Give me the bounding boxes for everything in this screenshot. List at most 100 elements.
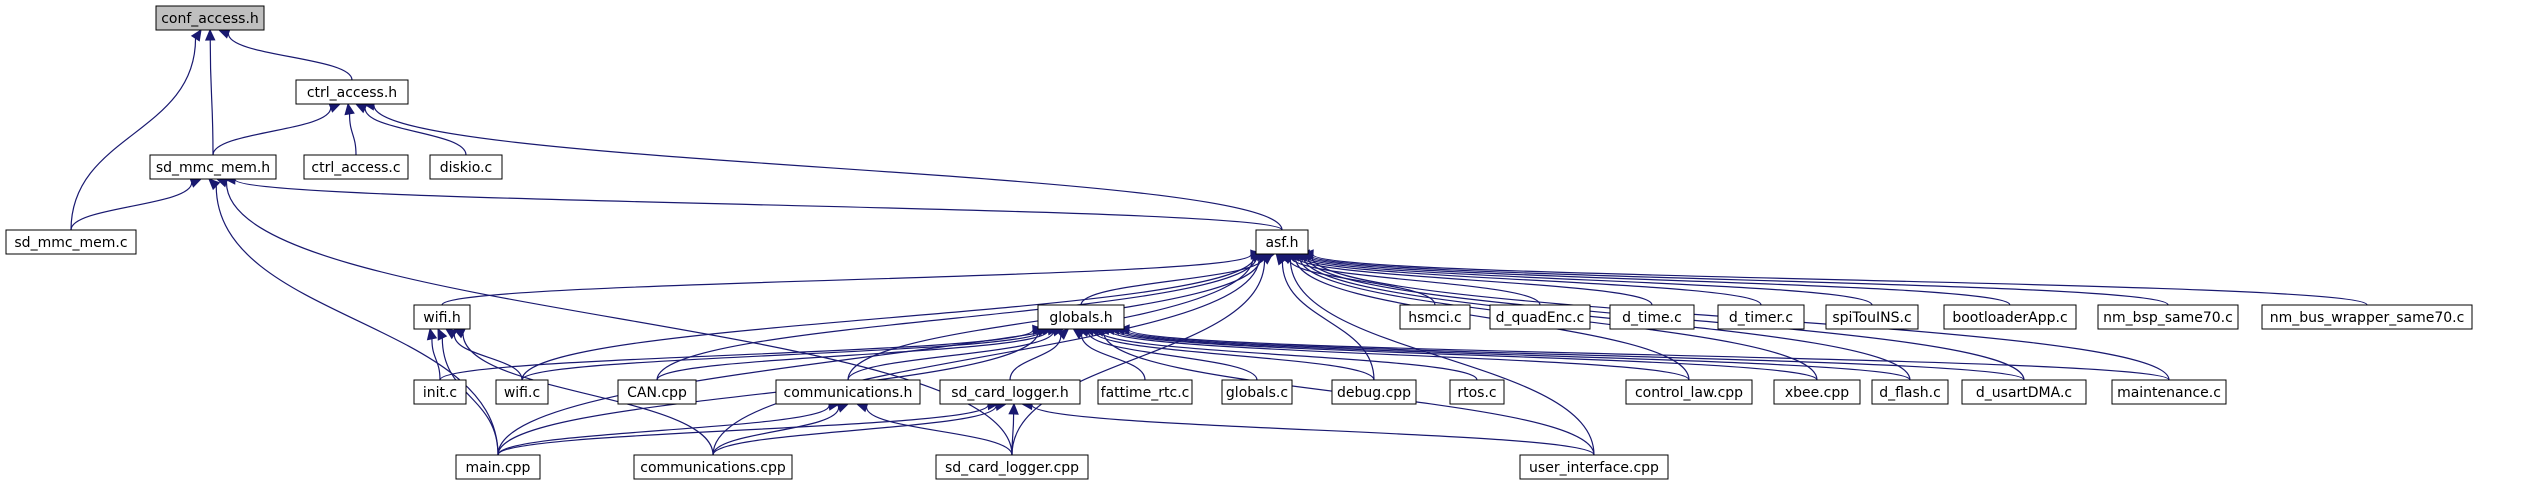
- edge-user_interface_cpp-to-sd_card_logger_h: [1020, 399, 1595, 456]
- node-box[interactable]: [939, 379, 1081, 405]
- dependency-line: [1108, 329, 1690, 381]
- node-diskio-c[interactable]: diskio.c: [429, 154, 503, 180]
- node-ctrl-access-c[interactable]: ctrl_access.c: [303, 154, 409, 180]
- node-box[interactable]: [2111, 379, 2227, 405]
- node-nm-bus-wrapper-same70-c[interactable]: nm_bus_wrapper_same70.c: [2261, 304, 2473, 330]
- node-d-quadenc-c[interactable]: d_quadEnc.c: [1489, 304, 1591, 330]
- node-box[interactable]: [295, 79, 409, 105]
- node-label: sd_mmc_mem.h: [156, 160, 270, 176]
- node-box[interactable]: [1625, 379, 1753, 405]
- node-label: nm_bsp_same70.c: [2103, 310, 2233, 326]
- arrowhead: [1056, 328, 1070, 340]
- node-rtos-c[interactable]: rtos.c: [1449, 379, 1505, 405]
- node-sd-mmc-mem-c[interactable]: sd_mmc_mem.c: [5, 229, 137, 255]
- dependency-line: [225, 182, 1013, 456]
- node-box[interactable]: [1221, 379, 1293, 405]
- node-sd-card-logger-cpp[interactable]: sd_card_logger.cpp: [935, 454, 1089, 480]
- node-box[interactable]: [1717, 304, 1805, 330]
- node-box[interactable]: [1449, 379, 1505, 405]
- node-label: main.cpp: [466, 460, 531, 476]
- node-user-interface-cpp[interactable]: user_interface.cpp: [1519, 454, 1669, 480]
- node-d-usartdma-c[interactable]: d_usartDMA.c: [1961, 379, 2087, 405]
- node-d-time-c[interactable]: d_time.c: [1609, 304, 1695, 330]
- node-label: communications.cpp: [640, 460, 786, 476]
- node-box[interactable]: [1871, 379, 1949, 405]
- node-communications-h[interactable]: communications.h: [775, 379, 921, 405]
- node-maintenance-c[interactable]: maintenance.c: [2111, 379, 2227, 405]
- dependency-line: [1113, 329, 1818, 381]
- node-box[interactable]: [935, 454, 1089, 480]
- node-box[interactable]: [1489, 304, 1591, 330]
- edge-communications_cpp-to-sd_card_logger_h: [712, 400, 1008, 456]
- node-conf-access-h[interactable]: conf_access.h: [155, 5, 265, 31]
- node-box[interactable]: [1609, 304, 1695, 330]
- node-label: sd_card_logger.h: [951, 385, 1069, 401]
- dependency-line: [1092, 330, 1375, 381]
- node-wifi-c[interactable]: wifi.c: [495, 379, 549, 405]
- dependency-line: [1009, 335, 1062, 381]
- arrowhead: [217, 28, 231, 39]
- node-box[interactable]: [413, 304, 471, 330]
- node-box[interactable]: [5, 229, 137, 255]
- node-label: wifi.c: [504, 385, 540, 401]
- dependency-line: [1123, 329, 2025, 381]
- arrowhead: [189, 177, 203, 188]
- node-label: bootloaderApp.c: [1952, 310, 2067, 326]
- node-fattime-rtc-c[interactable]: fattime_rtc.c: [1097, 379, 1193, 405]
- node-box[interactable]: [1961, 379, 2087, 405]
- node-box[interactable]: [1825, 304, 1919, 330]
- node-box[interactable]: [1037, 304, 1125, 330]
- dependency-line: [712, 405, 997, 456]
- node-box[interactable]: [1943, 304, 2077, 330]
- node-d-flash-c[interactable]: d_flash.c: [1871, 379, 1949, 405]
- node-ctrl-access-h[interactable]: ctrl_access.h: [295, 79, 409, 105]
- node-main-cpp[interactable]: main.cpp: [455, 454, 541, 480]
- node-globals-h[interactable]: globals.h: [1037, 304, 1125, 330]
- node-box[interactable]: [495, 379, 549, 405]
- node-box[interactable]: [633, 454, 793, 480]
- node-box[interactable]: [775, 379, 921, 405]
- node-communications-cpp[interactable]: communications.cpp: [633, 454, 793, 480]
- node-label: sd_card_logger.cpp: [945, 460, 1079, 476]
- node-box[interactable]: [1399, 304, 1471, 330]
- node-nm-bsp-same70-c[interactable]: nm_bsp_same70.c: [2097, 304, 2239, 330]
- node-label: nm_bus_wrapper_same70.c: [2270, 310, 2465, 326]
- node-asf-h[interactable]: asf.h: [1255, 229, 1309, 255]
- node-box[interactable]: [455, 454, 541, 480]
- dependency-line: [348, 113, 357, 156]
- node-globals-c[interactable]: globals.c: [1221, 379, 1293, 405]
- arrowhead: [836, 402, 850, 413]
- node-box[interactable]: [2097, 304, 2239, 330]
- dependency-line: [373, 105, 1283, 231]
- node-box[interactable]: [1097, 379, 1193, 405]
- node-sd-mmc-mem-h[interactable]: sd_mmc_mem.h: [149, 154, 277, 180]
- node-box[interactable]: [1773, 379, 1861, 405]
- node-box[interactable]: [2261, 304, 2473, 330]
- node-xbee-cpp[interactable]: xbee.cpp: [1773, 379, 1861, 405]
- node-bootloaderapp-c[interactable]: bootloaderApp.c: [1943, 304, 2077, 330]
- node-hsmci-c[interactable]: hsmci.c: [1399, 304, 1471, 330]
- node-init-c[interactable]: init.c: [413, 379, 467, 405]
- arrowhead: [1260, 253, 1274, 265]
- node-box[interactable]: [413, 379, 467, 405]
- node-box[interactable]: [1519, 454, 1669, 480]
- node-control-law-cpp[interactable]: control_law.cpp: [1625, 379, 1753, 405]
- node-can-cpp[interactable]: CAN.cpp: [617, 379, 697, 405]
- edge-ctrl_access_h-to-conf_access: [217, 28, 353, 81]
- dependency-line: [847, 331, 1055, 381]
- node-debug-cpp[interactable]: debug.cpp: [1331, 379, 1417, 405]
- node-spitouins-c[interactable]: spiTouINS.c: [1825, 304, 1919, 330]
- dependency-line: [1128, 328, 2170, 381]
- node-box[interactable]: [303, 154, 409, 180]
- node-d-timer-c[interactable]: d_timer.c: [1717, 304, 1805, 330]
- node-box[interactable]: [155, 5, 265, 31]
- node-box[interactable]: [149, 154, 277, 180]
- node-sd-card-logger-h[interactable]: sd_card_logger.h: [939, 379, 1081, 405]
- node-wifi-h[interactable]: wifi.h: [413, 304, 471, 330]
- node-box[interactable]: [617, 379, 697, 405]
- edge-maintenance_c-to-globals_h: [1117, 324, 2170, 381]
- node-box[interactable]: [1331, 379, 1417, 405]
- node-box[interactable]: [1255, 229, 1309, 255]
- node-box[interactable]: [429, 154, 503, 180]
- node-label: d_timer.c: [1729, 310, 1793, 326]
